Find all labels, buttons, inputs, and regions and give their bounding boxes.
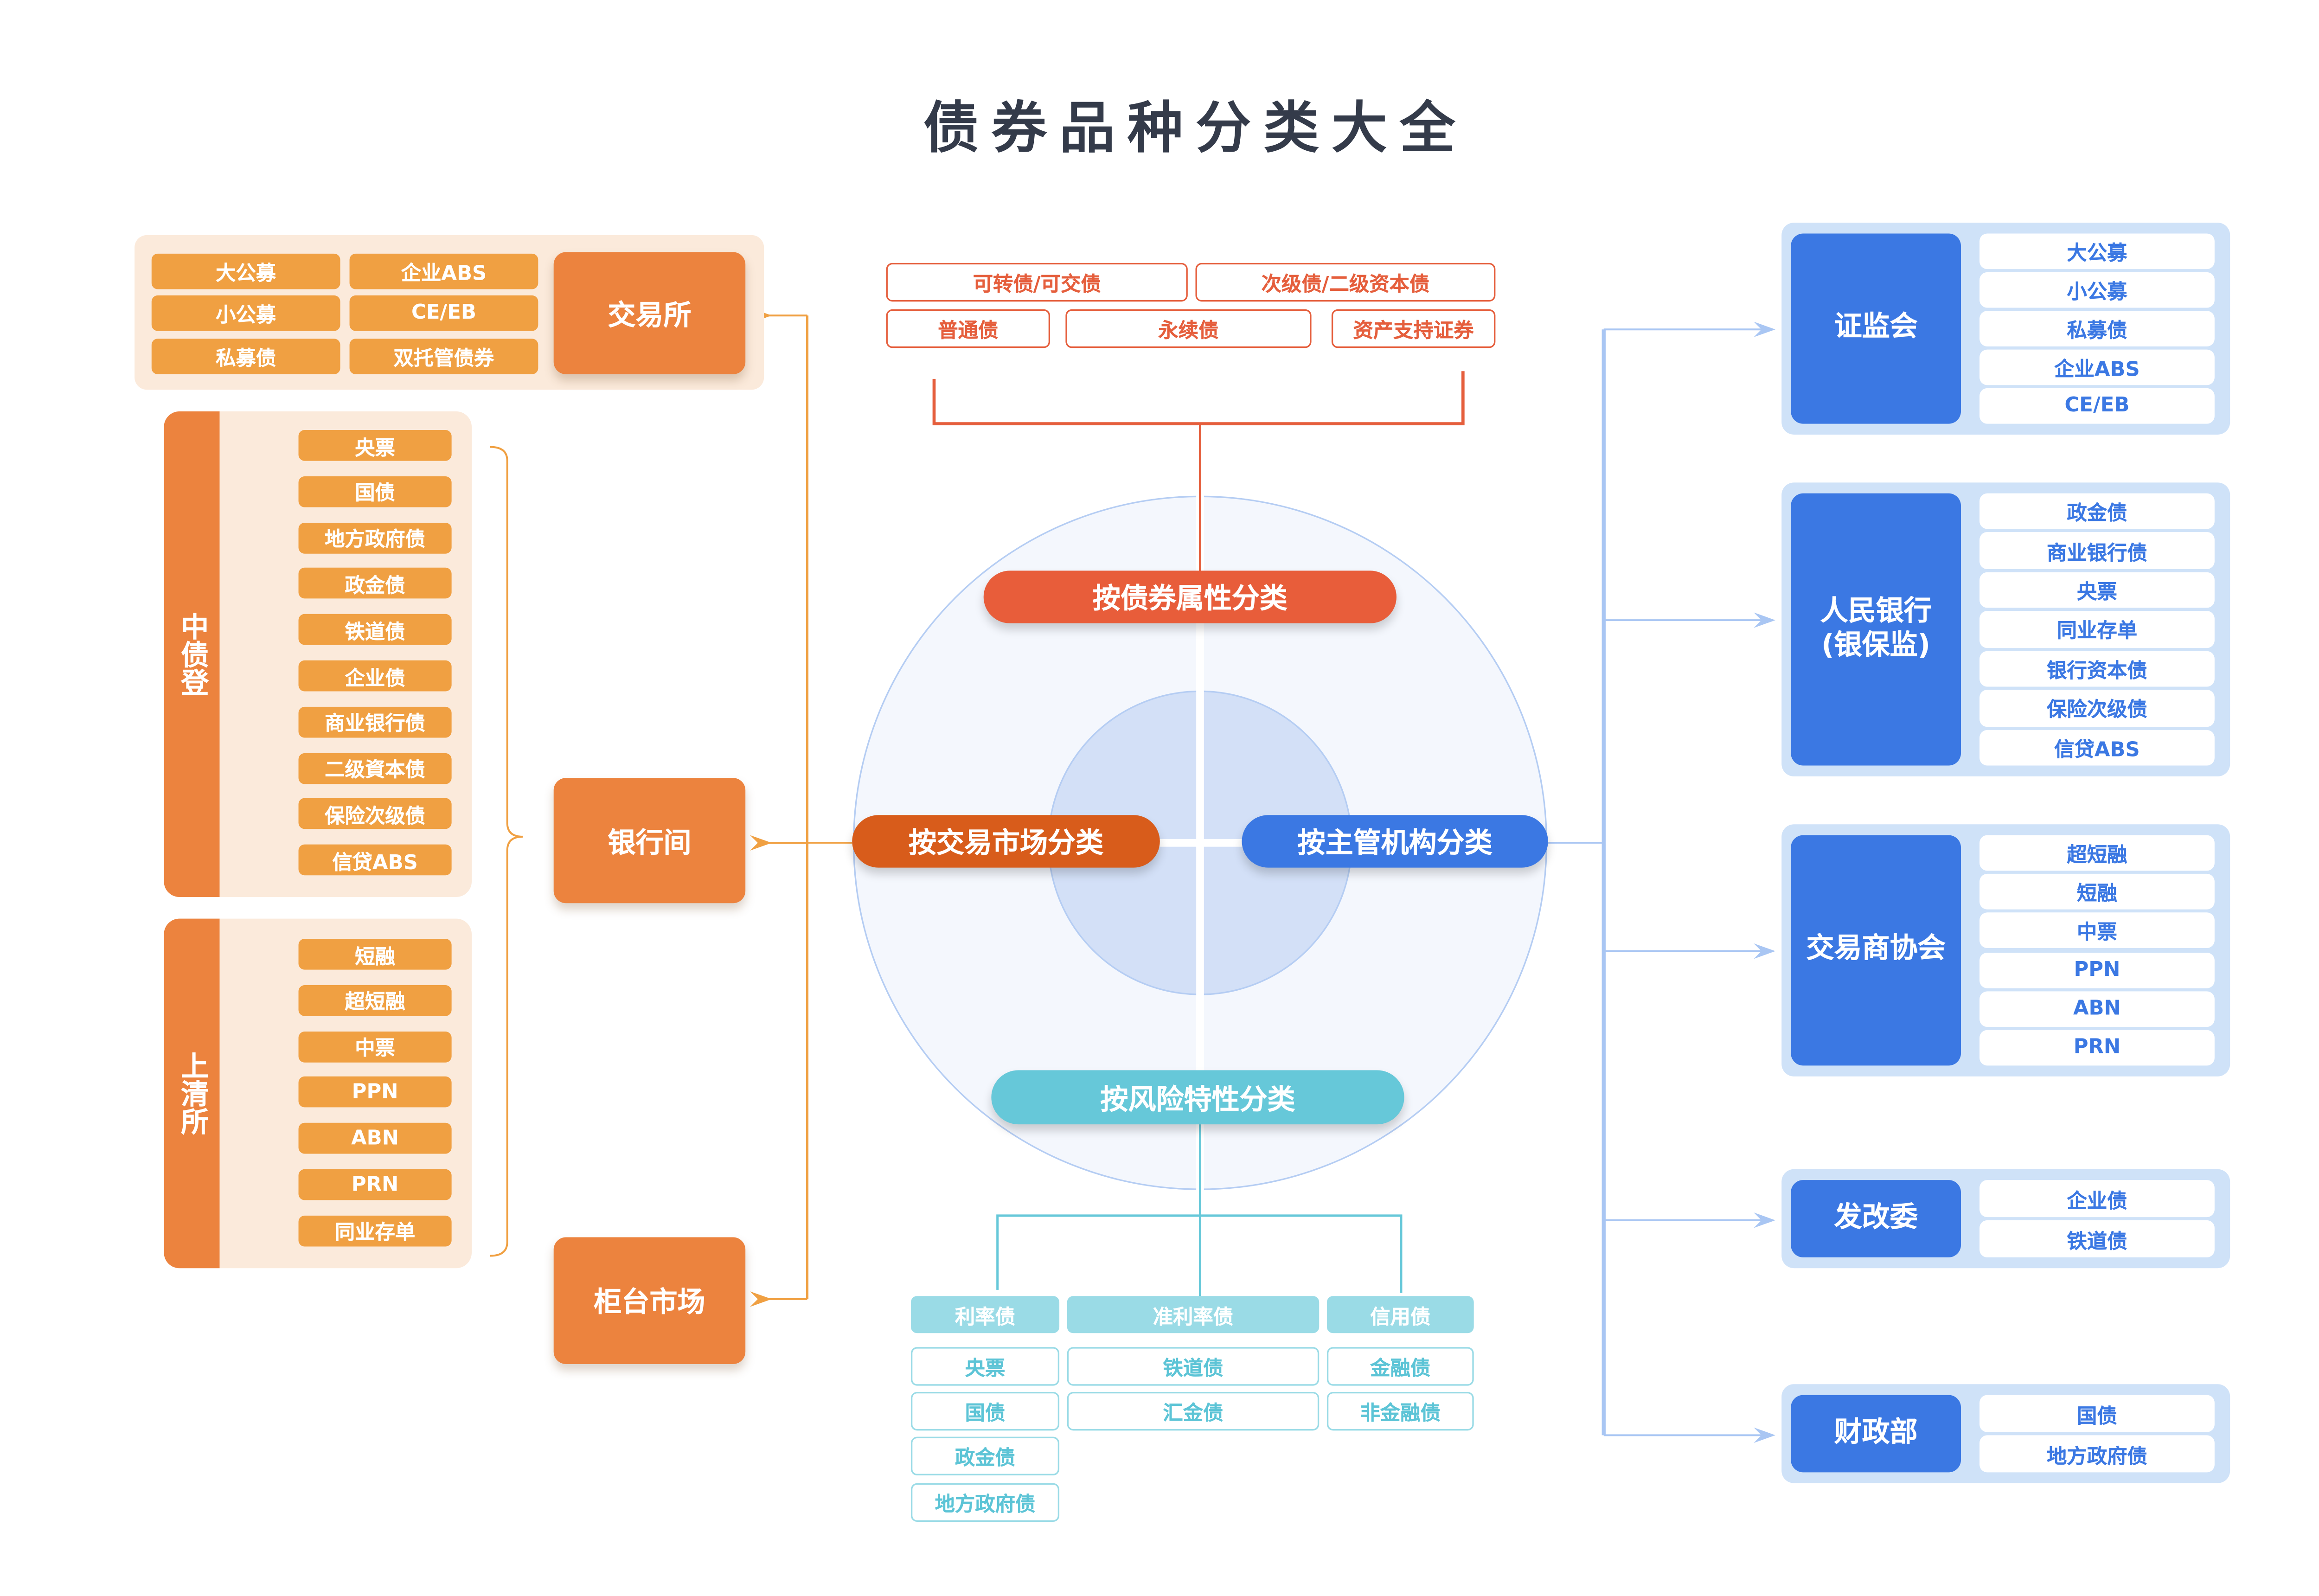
category-risk[interactable]: 按风险特性分类 (991, 1070, 1404, 1125)
ccdc-item[interactable]: 央票 (298, 429, 452, 461)
category-market[interactable]: 按交易市场分类 (852, 815, 1160, 868)
ccdc-item[interactable]: 政金债 (298, 568, 452, 599)
regulator-item[interactable]: 同业存单 (1979, 611, 2215, 648)
interbank-node[interactable]: 银行间 (553, 778, 746, 904)
shch-item[interactable]: 超短融 (298, 985, 452, 1016)
otc-node[interactable]: 柜台市场 (553, 1237, 746, 1364)
regulator-item[interactable]: 小公募 (1979, 272, 2215, 308)
regulator-node[interactable]: 发改委 (1791, 1180, 1961, 1257)
risk-group-header[interactable]: 利率债 (910, 1296, 1060, 1333)
attribute-item[interactable]: 可转债/可交债 (886, 263, 1188, 302)
regulator-item[interactable]: 政金债 (1979, 493, 2215, 530)
risk-item[interactable]: 非金融债 (1326, 1392, 1474, 1431)
regulator-node[interactable]: 交易商协会 (1791, 835, 1961, 1066)
shch-label: 上清所 (164, 918, 220, 1269)
ccdc-item[interactable]: 商业银行债 (298, 706, 452, 737)
category-attribute[interactable]: 按债券属性分类 (983, 570, 1397, 623)
risk-item[interactable]: 汇金债 (1067, 1392, 1320, 1431)
regulator-item[interactable]: 保险次级债 (1979, 690, 2215, 726)
regulator-item[interactable]: 私募债 (1979, 311, 2215, 346)
regulator-node[interactable]: 财政部 (1791, 1395, 1961, 1473)
risk-item[interactable]: 央票 (910, 1347, 1060, 1386)
interbank-brace (490, 446, 523, 1257)
category-regulator[interactable]: 按主管机构分类 (1242, 815, 1548, 868)
regulator-label: 人民银行 (1820, 595, 1932, 628)
exchange-item[interactable]: 企业ABS (349, 253, 538, 289)
regulator-item[interactable]: 大公募 (1979, 233, 2215, 269)
risk-item[interactable]: 铁道债 (1067, 1347, 1320, 1386)
regulator-item[interactable]: 央票 (1979, 572, 2215, 609)
exchange-item[interactable]: 双托管债券 (349, 339, 538, 374)
shch-item[interactable]: 同业存单 (298, 1215, 452, 1246)
shch-item[interactable]: 短融 (298, 938, 452, 970)
regulator-item[interactable]: 超短融 (1979, 835, 2215, 871)
exchange-item[interactable]: 大公募 (151, 253, 340, 289)
regulator-item[interactable]: 信贷ABS (1979, 729, 2215, 766)
ccdc-item[interactable]: 二级資本债 (298, 752, 452, 784)
regulator-item[interactable]: 中票 (1979, 913, 2215, 949)
regulator-item[interactable]: PPN (1979, 952, 2215, 988)
regulator-item[interactable]: 国债 (1979, 1395, 2215, 1432)
regulator-item[interactable]: PRN (1979, 1030, 2215, 1066)
risk-group-header[interactable]: 信用债 (1326, 1296, 1474, 1333)
shch-item[interactable]: ABN (298, 1123, 452, 1154)
risk-bracket (996, 1214, 1403, 1293)
ccdc-item[interactable]: 企业债 (298, 660, 452, 692)
regulator-item[interactable]: 短融 (1979, 874, 2215, 910)
attribute-item[interactable]: 永续债 (1065, 309, 1312, 348)
regulator-item[interactable]: 地方政府债 (1979, 1435, 2215, 1473)
regulator-label-sub: (银保监) (1821, 629, 1931, 662)
risk-item[interactable]: 金融债 (1326, 1347, 1474, 1386)
page-title: 债券品种分类大全 (923, 97, 1468, 161)
attribute-item[interactable]: 次级债/二级资本债 (1195, 263, 1496, 302)
ccdc-item[interactable]: 保险次级债 (298, 798, 452, 830)
ccdc-item[interactable]: 信贷ABS (298, 845, 452, 876)
ccdc-item[interactable]: 国债 (298, 476, 452, 507)
risk-group-header[interactable]: 准利率债 (1067, 1296, 1320, 1333)
attribute-bracket (932, 371, 1465, 425)
regulator-item[interactable]: 铁道债 (1979, 1220, 2215, 1257)
attribute-item[interactable]: 普通债 (886, 309, 1051, 348)
regulator-item[interactable]: 商业银行债 (1979, 532, 2215, 569)
exchange-item[interactable]: CE/EB (349, 295, 538, 331)
risk-item[interactable]: 地方政府债 (910, 1482, 1060, 1521)
shch-item[interactable]: PRN (298, 1169, 452, 1200)
regulator-node[interactable]: 证监会 (1791, 233, 1961, 424)
regulator-item[interactable]: ABN (1979, 991, 2215, 1027)
exchange-node[interactable]: 交易所 (553, 252, 746, 374)
risk-item[interactable]: 政金债 (910, 1437, 1060, 1476)
regulator-item[interactable]: 企业债 (1979, 1180, 2215, 1218)
shch-item[interactable]: 中票 (298, 1031, 452, 1062)
ccdc-item[interactable]: 地方政府债 (298, 522, 452, 553)
regulator-node[interactable]: 人民银行(银保监) (1791, 493, 1961, 766)
regulator-item[interactable]: 银行资本债 (1979, 650, 2215, 687)
regulator-item[interactable]: CE/EB (1979, 388, 2215, 424)
exchange-item[interactable]: 私募债 (151, 339, 340, 374)
regulator-item[interactable]: 企业ABS (1979, 349, 2215, 385)
exchange-item[interactable]: 小公募 (151, 295, 340, 331)
risk-item[interactable]: 国债 (910, 1392, 1060, 1431)
attribute-item[interactable]: 资产支持证券 (1331, 309, 1496, 348)
ccdc-item[interactable]: 铁道债 (298, 614, 452, 646)
ccdc-label: 中债登 (164, 411, 220, 897)
shch-item[interactable]: PPN (298, 1077, 452, 1108)
